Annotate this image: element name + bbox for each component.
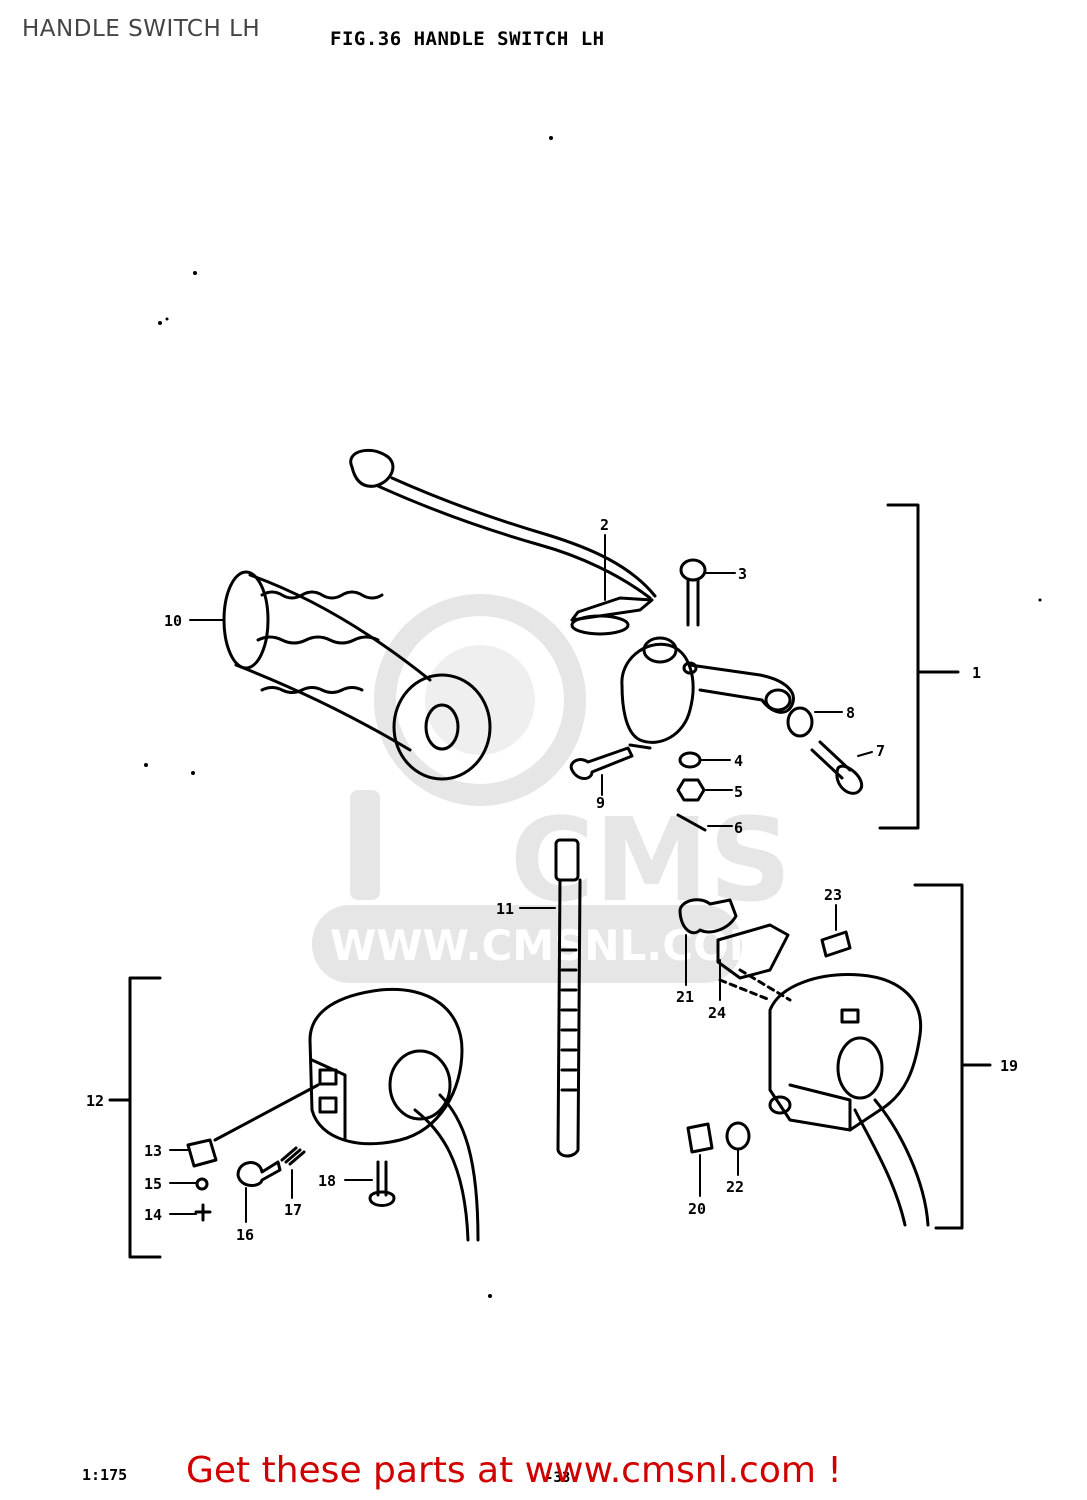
callout-9: 9 <box>596 794 605 812</box>
pivot-bolt <box>679 558 707 627</box>
callout-11: 11 <box>496 900 514 918</box>
screw-14 <box>194 1203 212 1222</box>
washer-8 <box>786 706 814 738</box>
callout-19: 19 <box>1000 1057 1018 1075</box>
assembly-line <box>718 978 772 1002</box>
callout-8: 8 <box>846 704 855 722</box>
switch-lever-21 <box>678 898 738 935</box>
callout-15: 15 <box>144 1175 162 1193</box>
lever-holder <box>620 636 795 750</box>
nut-5 <box>676 778 706 802</box>
callout-17: 17 <box>284 1201 302 1219</box>
screw-7 <box>810 740 864 795</box>
scan-specks <box>144 136 1042 1298</box>
bracket-1 <box>878 503 960 830</box>
knob-13 <box>186 1138 218 1168</box>
bracket-12 <box>108 976 162 1259</box>
callout-23: 23 <box>824 886 842 904</box>
pad-23 <box>820 930 852 958</box>
callout-20: 20 <box>688 1200 706 1218</box>
washer-4 <box>678 751 702 769</box>
callout-10: 10 <box>164 612 182 630</box>
callout-21: 21 <box>676 988 694 1006</box>
figure-title: FIG.36 HANDLE SWITCH LH <box>330 28 605 50</box>
spring-15 <box>195 1177 209 1191</box>
watermark: CMS WWW.CMSNL.COM <box>312 594 792 983</box>
screw-18 <box>368 1160 396 1207</box>
callout-14: 14 <box>144 1206 162 1224</box>
bracket-19 <box>913 883 992 1230</box>
callout-6: 6 <box>734 819 743 837</box>
callout-1: 1 <box>972 664 981 682</box>
figure-code: 1:175 <box>82 1466 128 1484</box>
callout-5: 5 <box>734 783 743 801</box>
callout-4: 4 <box>734 752 743 770</box>
terminal-16 <box>236 1160 282 1187</box>
footer-parts-link[interactable]: Get these parts at www.cmsnl.com ! <box>186 1450 842 1491</box>
callout-16: 16 <box>236 1226 254 1244</box>
handle-grip <box>222 570 492 781</box>
leader-lines <box>169 534 873 1223</box>
callout-13: 13 <box>144 1142 162 1160</box>
page-number: -33- <box>545 1470 579 1486</box>
knob-20 <box>686 1122 714 1154</box>
callout-2: 2 <box>600 516 609 534</box>
callout-18: 18 <box>318 1172 336 1190</box>
callout-labels: 1 2 3 4 5 6 7 8 9 10 11 12 13 14 15 16 1… <box>86 516 1018 1244</box>
spring-22 <box>725 1121 751 1151</box>
clutch-lever <box>349 448 657 636</box>
cotter-pin-6 <box>676 813 707 832</box>
contact-plate-24 <box>716 923 790 980</box>
callout-3: 3 <box>738 565 747 583</box>
switch-housing-upper <box>738 968 930 1227</box>
cable-tie <box>554 838 582 1158</box>
bolt-9 <box>569 746 634 780</box>
switch-housing-lower <box>213 987 480 1242</box>
page-title: HANDLE SWITCH LH <box>22 16 261 42</box>
callout-24: 24 <box>708 1004 726 1022</box>
callout-22: 22 <box>726 1178 744 1196</box>
callout-7: 7 <box>876 742 885 760</box>
callout-12: 12 <box>86 1092 104 1110</box>
spring-17 <box>280 1146 306 1166</box>
watermark-url: WWW.CMSNL.COM <box>330 921 771 970</box>
